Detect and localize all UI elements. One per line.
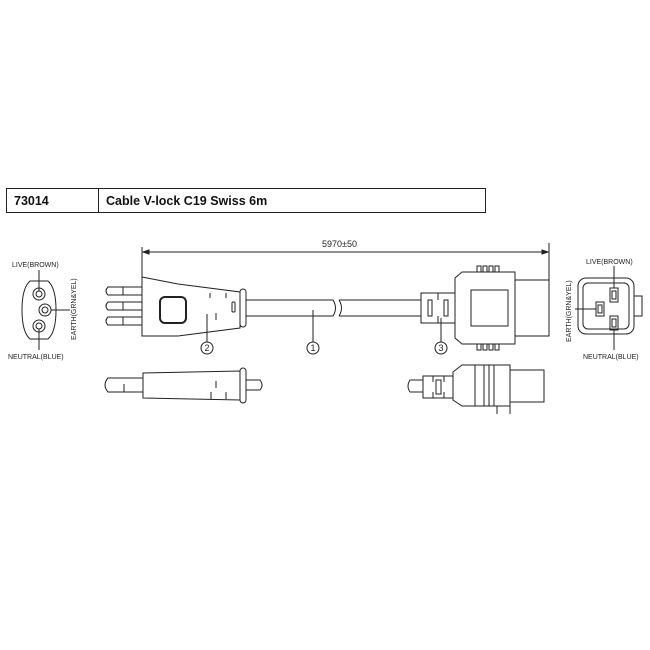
cable <box>246 299 421 317</box>
c19-neutral-label: NEUTRAL(BLUE) <box>583 354 639 361</box>
c19-live-label: LIVE(BROWN) <box>586 259 633 266</box>
c19-connector-bottom <box>407 364 545 414</box>
part-description: Cable V-lock C19 Swiss 6m <box>106 193 268 208</box>
swiss-plug-face: LIVE(BROWN) NEUTRAL(BLUE) EARTH(GRN&YEL) <box>8 262 78 361</box>
c19-earth-label: EARTH(GRN&YEL) <box>566 280 573 342</box>
c19-connector-face: LIVE(BROWN) NEUTRAL(BLUE) EARTH(GRN&YEL) <box>566 259 643 361</box>
callout-1: 1 <box>310 343 315 353</box>
part-number: 73014 <box>7 189 99 212</box>
dimension-label: 5970±50 <box>322 239 357 249</box>
swiss-plug-bottom <box>104 367 263 404</box>
title-table: 73014 Cable V-lock C19 Swiss 6m <box>6 188 486 213</box>
callouts: 2 1 3 <box>200 310 448 355</box>
callout-2: 2 <box>204 343 209 353</box>
swiss-neutral-label: NEUTRAL(BLUE) <box>8 354 64 361</box>
callout-3: 3 <box>438 343 443 353</box>
swiss-live-label: LIVE(BROWN) <box>12 262 59 269</box>
dimension-line: 5970±50 <box>141 239 550 290</box>
swiss-earth-label: EARTH(GRN&YEL) <box>71 278 78 340</box>
c19-connector-side <box>420 265 550 351</box>
swiss-plug-side <box>105 276 247 337</box>
